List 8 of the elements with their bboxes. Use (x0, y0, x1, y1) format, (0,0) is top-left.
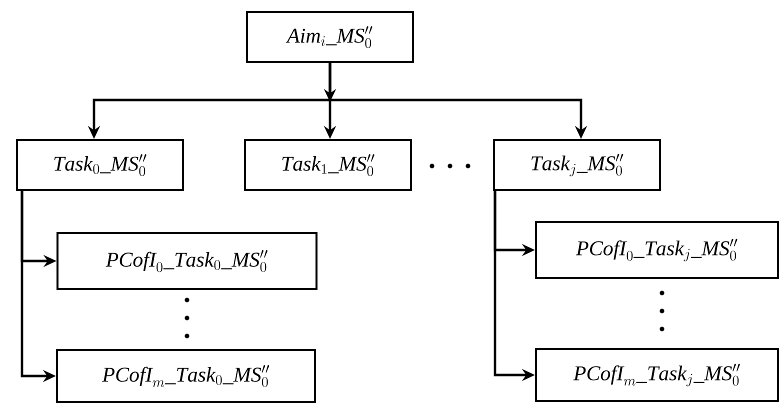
formula-box: $\mathit{Task}_j\_\mathit{MS}''_0$ (493, 139, 661, 191)
formula-box: $\mathit{Aim}_i\_\mathit{MS}''_0$ (246, 11, 414, 63)
formula-box: $\mathit{Task}_1\_\mathit{MS}''_0$ (244, 139, 412, 191)
formula-box: $\mathit{PCofI}_0\_\mathit{Task}_0\_\mathit{MS}''_0$ (56, 232, 318, 290)
formula-box: $\mathit{PCofI}_m\_\mathit{Task}_j\_\mathit{MS}''_0$ (535, 348, 779, 402)
formula-box: $\mathit{PCofI}_0\_\mathit{Task}_j\_\mathit{MS}''_0$ (535, 221, 779, 279)
formula-box: $\mathit{PCofI}_m\_\mathit{Task}_0\_\mathit{MS}''_0$ (56, 349, 316, 403)
formula-box: $\mathit{Task}_0\_\mathit{MS}''_0$ (16, 139, 184, 191)
